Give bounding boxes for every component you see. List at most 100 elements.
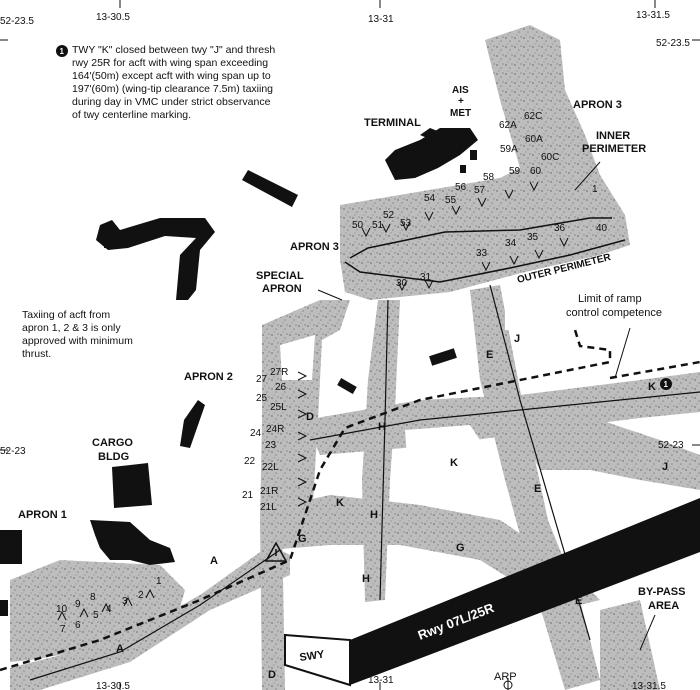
note-line: rwy 25R for acft with wing span exceedin… — [72, 57, 269, 69]
stand-22: 22 — [244, 456, 256, 467]
twy-a-label-2: A — [116, 643, 124, 655]
label-ais: AIS — [452, 85, 469, 96]
limit-pointer — [614, 327, 631, 379]
stand-50: 50 — [352, 220, 364, 231]
stand-a1-8: 8 — [90, 592, 96, 603]
stand-62c: 62C — [524, 111, 542, 122]
building-north — [242, 170, 298, 207]
stand-27r: 27R — [270, 367, 288, 378]
stand-59a: 59A — [500, 144, 518, 155]
stand-a1-6: 6 — [75, 620, 81, 631]
stand-60: 60 — [530, 166, 542, 177]
stopway — [284, 633, 351, 687]
label-apron-2: APRON 2 — [184, 371, 233, 383]
apron-3-pavement — [340, 25, 630, 300]
outer-perimeter-line — [344, 239, 626, 283]
note-bullet-icon — [56, 45, 68, 57]
runway-body — [350, 498, 700, 685]
taxi-line-a — [29, 549, 281, 681]
stand-1: 1 — [592, 184, 598, 195]
stand-62a: 62A — [499, 120, 517, 131]
ais-met-building — [420, 128, 440, 140]
apron-1-pavement — [10, 560, 185, 662]
stand-52: 52 — [383, 210, 395, 221]
stand-a1-9: 9 — [75, 599, 81, 610]
label-bldg: BLDG — [98, 451, 129, 463]
note-line: apron 1, 2 & 3 is only — [22, 322, 121, 334]
stand-57: 57 — [474, 185, 486, 196]
twy-k-label-3: K — [336, 497, 344, 509]
ramp-limit-line — [0, 329, 612, 672]
taxiway-j-pavement — [520, 420, 700, 490]
coord-left-mid: 52-23 — [0, 446, 26, 457]
coord-top-2: 13-31 — [368, 14, 394, 25]
twy-k-label-2: K — [450, 457, 458, 469]
label-limit-1: Limit of ramp — [578, 293, 642, 305]
stand-a1-4: 4 — [106, 604, 112, 615]
note-line: 164'(50m) except acft with wing span up … — [72, 70, 271, 82]
note-line: thrust. — [22, 348, 52, 360]
stand-33: 33 — [476, 248, 488, 259]
note-line: TWY "K" closed between twy "J" and thres… — [72, 44, 276, 56]
special-apron-pointer — [317, 289, 343, 301]
hot-spot-icon — [264, 541, 288, 562]
coord-right-top: 52-23.5 — [656, 38, 690, 49]
coord-bottom-1: 13-30.5 — [96, 681, 130, 690]
label-special-apron-1: SPECIAL — [256, 270, 304, 282]
note-marker-number: 1 — [664, 380, 669, 389]
stand-23: 23 — [265, 440, 277, 451]
stand-27: 27 — [256, 374, 268, 385]
stand-60a: 60A — [525, 134, 543, 145]
stand-30: 30 — [396, 278, 408, 289]
taxiway-d-pavement — [260, 520, 285, 690]
stand-36: 36 — [554, 223, 566, 234]
taxiway-k-pavement — [305, 372, 700, 455]
twy-k-label: K — [648, 381, 656, 393]
building-hangar — [96, 218, 215, 300]
label-terminal: TERMINAL — [364, 117, 421, 129]
twy-a-label: A — [210, 555, 218, 567]
label-perimeter: PERIMETER — [582, 143, 646, 155]
coord-left-top: 52-23.5 — [0, 16, 34, 27]
label-met: MET — [450, 108, 471, 119]
label-ais-plus: + — [458, 96, 464, 107]
twy-h-label-2: H — [370, 509, 378, 521]
taxi-line-e — [489, 284, 591, 641]
note-line: approved with minimum — [22, 335, 133, 347]
stand-21l: 21L — [260, 502, 277, 513]
label-apron-3-right: APRON 3 — [573, 99, 622, 111]
stand-31: 31 — [420, 272, 432, 283]
stand-markers — [57, 181, 569, 621]
stand-a1-5: 5 — [93, 610, 99, 621]
stopway-label: SWY — [299, 649, 326, 664]
stand-21: 21 — [242, 490, 254, 501]
stand-40: 40 — [596, 223, 608, 234]
coord-top-3: 13-31.5 — [636, 10, 670, 21]
stand-22l: 22L — [262, 462, 279, 473]
taxi-line-k — [309, 391, 700, 441]
building-mid — [180, 400, 205, 448]
inner-perimeter-line — [349, 217, 612, 259]
stand-a1-2: 2 — [138, 590, 144, 601]
bypass-pointer — [639, 614, 656, 651]
twy-h-label: H — [378, 421, 386, 433]
twy-d-label: D — [306, 411, 314, 423]
twy-e-label-2: E — [534, 483, 541, 495]
stand-58: 58 — [483, 172, 495, 183]
twy-k-restriction-note: TWY "K" closed between twy "J" and thres… — [72, 44, 352, 122]
twy-h-label-3: H — [362, 573, 370, 585]
stand-55: 55 — [445, 195, 457, 206]
label-bypass: BY-PASS — [638, 586, 685, 598]
taxi-line-h — [379, 299, 389, 601]
twy-e-label: E — [486, 349, 493, 361]
inner-perimeter-pointer — [574, 161, 601, 191]
stand-21r: 21R — [260, 486, 278, 497]
bypass-pavement — [600, 600, 660, 690]
stand-56: 56 — [455, 182, 467, 193]
stand-25: 25 — [256, 393, 268, 404]
stand-34: 34 — [505, 238, 517, 249]
label-inner: INNER — [596, 130, 630, 142]
